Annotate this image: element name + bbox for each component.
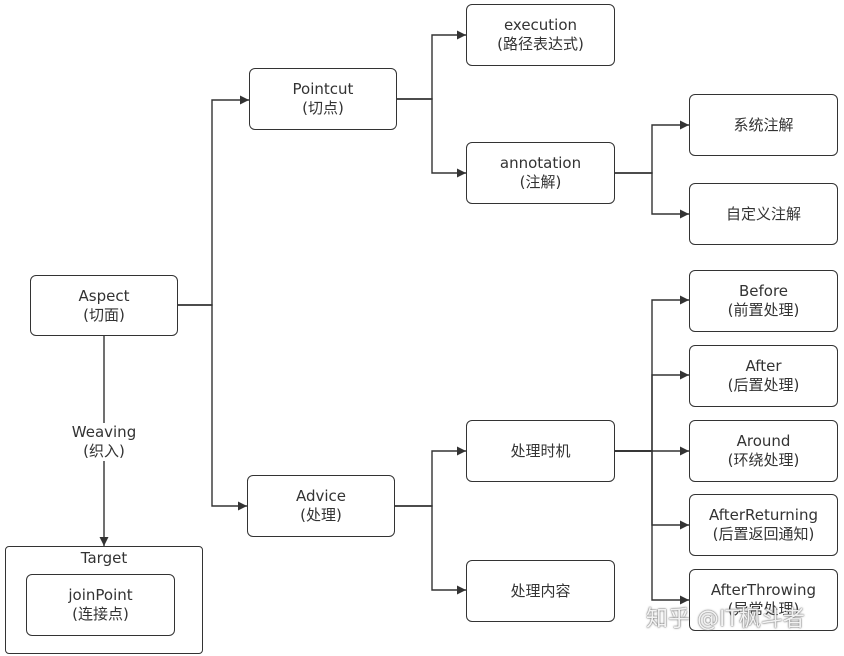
- joinpoint-subtitle: (连接点): [72, 605, 129, 623]
- aspect-subtitle: (切面): [83, 305, 125, 324]
- before-title: Before: [738, 282, 789, 300]
- custom-annotation-node: 自定义注解: [689, 183, 838, 245]
- after-title: After: [745, 357, 782, 375]
- timing-label: 处理时机: [510, 441, 571, 460]
- afterreturning-title: AfterReturning: [709, 506, 818, 524]
- before-node: Before (前置处理): [689, 270, 838, 332]
- pointcut-subtitle: (切点): [302, 99, 344, 117]
- before-subtitle: (前置处理): [727, 301, 800, 319]
- afterreturning-node: AfterReturning (后置返回通知): [689, 494, 838, 556]
- annotation-node: annotation (注解): [466, 142, 615, 204]
- pointcut-to-annotation-connector: [397, 98, 466, 178]
- advice-subtitle: (处理): [300, 506, 342, 524]
- execution-subtitle: (路径表达式): [497, 35, 584, 53]
- afterthrowing-node: AfterThrowing (异常处理): [689, 569, 838, 631]
- aspect-node: Aspect (切面): [30, 275, 178, 336]
- timing-node: 处理时机: [466, 420, 615, 482]
- execution-node: execution (路径表达式): [466, 4, 615, 66]
- system-annotation-label: 系统注解: [733, 115, 794, 134]
- after-subtitle: (后置处理): [727, 376, 800, 394]
- joinpoint-title: joinPoint: [68, 586, 133, 604]
- annotation-title: annotation: [499, 154, 582, 172]
- system-annotation-node: 系统注解: [689, 94, 838, 156]
- watermark: 知乎 @IT枫斗者: [646, 607, 805, 632]
- content-node: 处理内容: [466, 560, 615, 622]
- aspect-to-pointcut-connector: [178, 95, 249, 306]
- annotation-to-custom-annotation-connector: [615, 172, 689, 219]
- joinpoint-node: joinPoint (连接点): [26, 574, 175, 636]
- after-node: After (后置处理): [689, 345, 838, 407]
- around-title: Around: [736, 432, 791, 450]
- content-label: 处理内容: [510, 581, 571, 600]
- annotation-subtitle: (注解): [519, 173, 562, 191]
- timing-to-afterthrowing-connector: [615, 450, 689, 605]
- advice-title: Advice: [295, 487, 347, 505]
- advice-node: Advice (处理): [247, 475, 395, 537]
- weaving-label: Weaving (织入): [59, 423, 149, 461]
- weaving-subtitle: (织入): [83, 442, 125, 460]
- afterthrowing-title: AfterThrowing: [710, 581, 817, 599]
- pointcut-title: Pointcut: [292, 80, 354, 98]
- around-subtitle: (环绕处理): [727, 451, 800, 469]
- execution-title: execution: [503, 16, 578, 34]
- advice-to-content-connector: [395, 505, 466, 595]
- custom-annotation-label: 自定义注解: [725, 204, 801, 223]
- target-label: Target: [80, 549, 128, 567]
- aspect-to-advice-connector: [178, 304, 247, 511]
- around-node: Around (环绕处理): [689, 420, 838, 482]
- aspect-title: Aspect: [78, 286, 130, 305]
- pointcut-to-execution-connector: [397, 30, 466, 100]
- weaving-title: Weaving: [71, 423, 137, 441]
- advice-to-timing-connector: [395, 446, 466, 507]
- afterthrowing-subtitle: (异常处理): [727, 600, 800, 618]
- timing-to-after-connector: [615, 370, 689, 452]
- pointcut-node: Pointcut (切点): [249, 68, 397, 130]
- afterreturning-subtitle: (后置返回通知): [712, 525, 815, 543]
- annotation-to-system-annotation-connector: [615, 120, 689, 174]
